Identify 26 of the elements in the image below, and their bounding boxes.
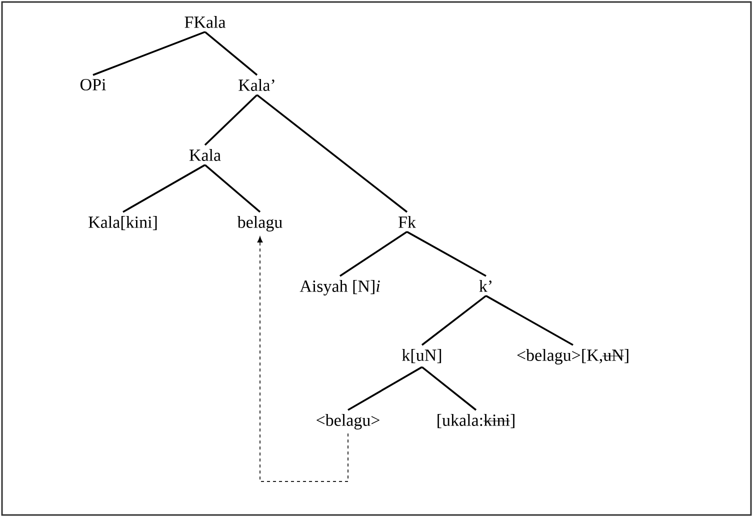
tree-label: Kala’ — [238, 79, 274, 91]
tree-label: Kala[kini] — [88, 216, 157, 230]
tree-branch — [340, 231, 408, 277]
tree-label: Fk — [398, 216, 416, 228]
tree-label: [ukala:kini] — [438, 414, 514, 428]
tree-label: <belagu>[K,uN] — [517, 349, 628, 364]
tree-label: <belagu> — [316, 414, 380, 430]
tree-branch — [204, 94, 258, 146]
tree-branch — [348, 366, 422, 411]
tree-branch — [256, 94, 408, 213]
tree-branch — [421, 295, 487, 346]
tree-branch — [204, 31, 258, 76]
tree-branch — [486, 295, 574, 346]
tree-branch — [92, 31, 206, 76]
tree-label: Aisyah [N]i — [300, 280, 380, 296]
tree-label: Kala — [189, 149, 221, 161]
tree-label: OPi — [80, 79, 106, 90]
tree-branch — [204, 164, 261, 213]
tree-branch — [122, 164, 206, 213]
tree-branch — [406, 231, 486, 277]
tree-label: FKala — [184, 16, 226, 28]
tree-label: k’ — [479, 280, 492, 292]
tree-label: k[uN] — [402, 349, 442, 364]
tree-branch — [421, 366, 477, 411]
tree-label: belagu — [237, 216, 282, 232]
arrow — [257, 236, 348, 482]
